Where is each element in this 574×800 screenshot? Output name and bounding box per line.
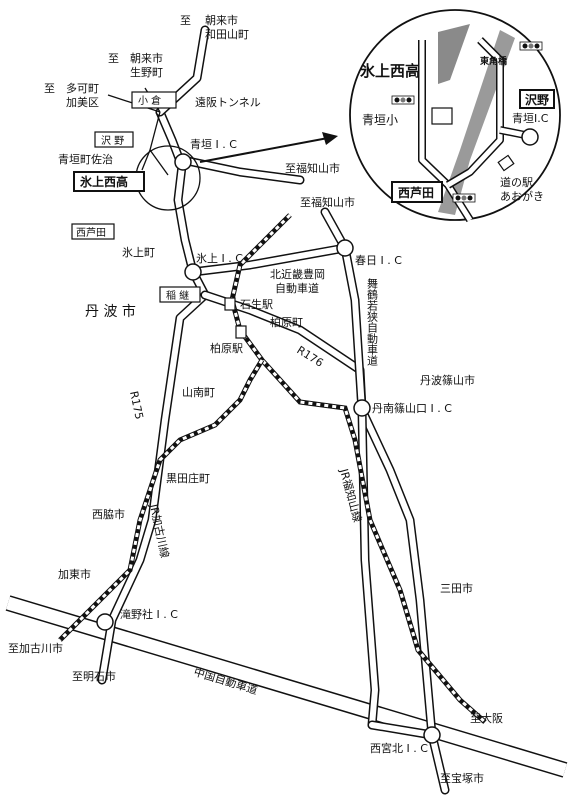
- label-to-wadayama-3: 和田山町: [205, 28, 249, 41]
- school-box: [73, 171, 145, 192]
- rail-kakogawa-line: [58, 358, 265, 642]
- aogaki-ic-marker: [174, 153, 192, 171]
- label-nishiashida: 西芦田: [76, 227, 106, 239]
- traffic-light-icon: [452, 193, 476, 203]
- label-to-taka-1: 至: [44, 82, 55, 95]
- nishinomiya-ic-marker: [423, 726, 441, 744]
- label-to-osaka: 至大阪: [470, 711, 503, 725]
- label-hikami-town: 氷上町: [122, 246, 155, 259]
- label-sasayama-ic: 丹南篠山口 I . C: [372, 401, 452, 415]
- label-kato: 加東市: [58, 567, 91, 581]
- label-aogaki-saji: 青垣町佐治: [58, 152, 113, 166]
- road-network: [97, 25, 450, 795]
- label-ogura: 小 倉: [138, 94, 161, 107]
- label-takino-ic: 滝野社 I . C: [120, 607, 178, 621]
- inset-label-nishiashida: 西芦田: [398, 185, 434, 200]
- inset-pointer-arrow: [199, 132, 338, 163]
- label-to-akashi: 至明石市: [72, 669, 116, 683]
- label-kaibara-station: 柏原駅: [210, 341, 243, 355]
- label-tamba-city: 丹 波 市: [85, 303, 136, 320]
- sasayama-ic-marker: [353, 399, 371, 417]
- label-to-ikuno-1: 至: [108, 52, 119, 65]
- label-aogaki-ic: 青垣 I . C: [190, 138, 237, 151]
- label-kitakinki-1: 北近畿豊岡: [270, 267, 325, 281]
- label-sawano: 沢 野: [101, 134, 124, 147]
- school-area-highlight: [135, 145, 201, 211]
- label-sanda: 三田市: [440, 581, 473, 595]
- inset-sawano-box: [519, 89, 555, 109]
- hikami-ic-marker: [184, 263, 202, 281]
- traffic-light-icon: [519, 41, 543, 51]
- label-to-kakogawa: 至加古川市: [8, 641, 63, 655]
- label-to-ikuno-2: 朝来市: [130, 51, 163, 65]
- inset-block: [438, 24, 470, 84]
- inset-label-aogaki-ic: 青垣I.C: [512, 112, 549, 125]
- sawano-box: [94, 131, 134, 148]
- inset-label-higashisumi: 東角橋: [480, 55, 508, 67]
- inset-michinoeki-marker: [497, 154, 515, 172]
- label-to-wadayama-2: 朝来市: [205, 13, 238, 27]
- inset-aogaki-sho-marker: [431, 107, 453, 125]
- label-sannan-town: 山南町: [182, 386, 215, 399]
- label-kaibara-town: 柏原町: [270, 315, 303, 329]
- inset-label-sawano: 沢野: [525, 92, 549, 107]
- label-kitakinki-2: 自動車道: [275, 281, 319, 295]
- inset-title: 氷上西高: [360, 62, 420, 80]
- nishiashida-box: [71, 223, 115, 240]
- label-maizuru-expressway: 舞鶴若狭自動車道: [366, 278, 379, 366]
- takino-ic-marker: [96, 613, 114, 631]
- label-kasuga-ic: 春日 I . C: [355, 254, 402, 267]
- label-r175: R175: [127, 390, 146, 421]
- label-school: 氷上西高: [79, 174, 128, 189]
- label-inatsugi: 稲 継: [166, 289, 189, 302]
- label-toosaka-tunnel: 遠阪トンネル: [195, 95, 261, 109]
- inset-aogaki-ic-marker: [521, 128, 539, 146]
- ogura-box: [131, 91, 177, 109]
- ishou-station-marker: [224, 297, 236, 311]
- inset-nishiashida-box: [391, 181, 443, 203]
- inset-label-aogaki-sho: 青垣小: [362, 113, 398, 127]
- label-to-fukuchiyama-2: 至福知山市: [300, 195, 355, 209]
- label-to-takarazuka: 至宝塚市: [440, 771, 484, 785]
- inset-river: [438, 30, 515, 215]
- rail-fukuchiyama-line: [229, 213, 487, 724]
- label-to-fukuchiyama-1: 至福知山市: [285, 161, 340, 175]
- inatsugi-box: [159, 286, 201, 303]
- kaibara-station-marker: [235, 325, 247, 339]
- label-to-taka-2: 多可町: [66, 81, 99, 95]
- chugoku-expressway: [5, 595, 568, 778]
- label-to-taka-3: 加美区: [66, 96, 99, 109]
- inset-label-michinoeki-2: あおがき: [500, 189, 544, 203]
- label-to-wadayama-1: 至: [180, 14, 191, 27]
- inset-map: 氷上西高 東角橋 沢野 青垣小 青垣I.C 西芦田 道の駅 あおがき: [349, 9, 561, 223]
- traffic-light-icon: [391, 95, 415, 105]
- label-nishinomiya-ic: 西宮北 I . C: [370, 741, 428, 755]
- label-tamba-sasayama: 丹波篠山市: [420, 373, 475, 387]
- label-ishou-station: 石生駅: [240, 297, 273, 311]
- label-to-ikuno-3: 生野町: [130, 65, 163, 79]
- label-nishiwaki: 西脇市: [92, 507, 125, 521]
- inset-label-michinoeki-1: 道の駅: [500, 175, 533, 189]
- label-hikami-ic: 氷上 I . C: [196, 252, 243, 265]
- label-kurodasho: 黒田庄町: [166, 471, 210, 485]
- kasuga-ic-marker: [336, 239, 354, 257]
